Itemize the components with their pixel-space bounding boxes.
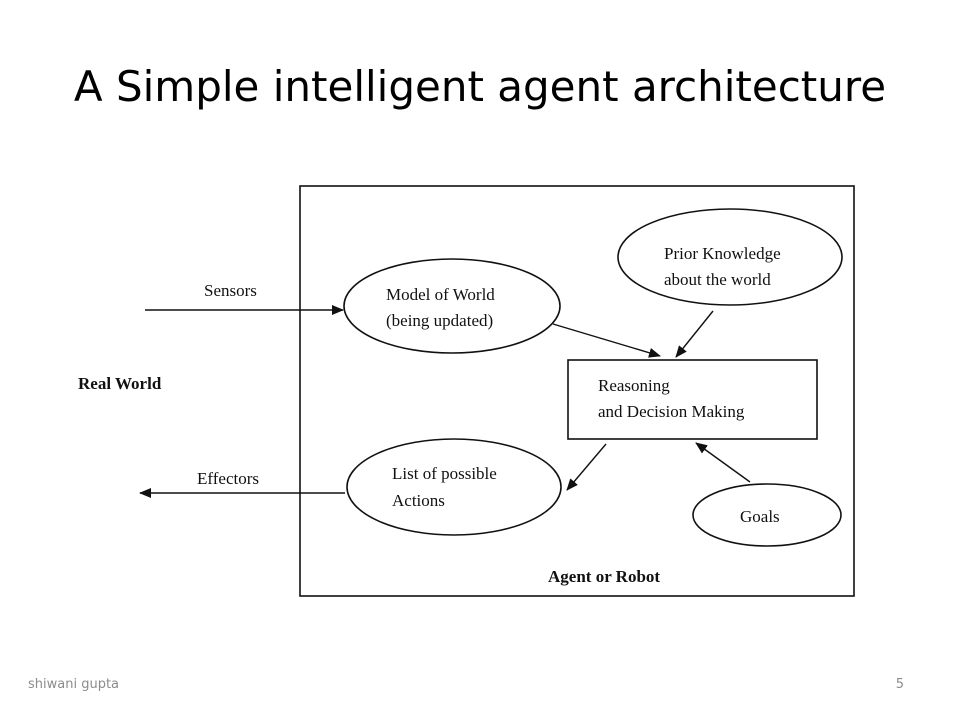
page-number: 5	[895, 677, 904, 692]
effectors-label: Effectors	[197, 469, 259, 488]
prior-knowledge-line1: Prior Knowledge	[664, 244, 781, 263]
model-to-reasoning-arrow	[552, 323, 661, 358]
slide-title: A Simple intelligent agent architecture	[73, 62, 887, 111]
goals-label: Goals	[740, 507, 780, 526]
reasoning-line1: Reasoning	[598, 376, 670, 395]
agent-container-box	[299, 185, 855, 597]
sensors-label: Sensors	[204, 281, 257, 300]
possible-actions-line1: List of possible	[392, 464, 497, 483]
footer-author: shiwani gupta	[28, 677, 120, 692]
possible-actions-node	[346, 438, 562, 536]
model-of-world-line1: Model of World	[386, 285, 495, 304]
reasoning-to-actions-arrow	[566, 443, 607, 491]
possible-actions-line2: Actions	[392, 491, 445, 510]
prior-knowledge-line2: about the world	[664, 270, 771, 289]
prior-knowledge-node	[617, 208, 843, 306]
reasoning-node	[567, 359, 818, 440]
model-of-world-node	[343, 258, 561, 354]
goals-node	[692, 483, 842, 547]
real-world-label: Real World	[78, 374, 162, 393]
goals-to-reasoning-arrow	[695, 442, 751, 483]
model-of-world-line2: (being updated)	[386, 311, 493, 330]
reasoning-line2: and Decision Making	[598, 402, 745, 421]
knowledge-to-reasoning-arrow	[675, 310, 714, 358]
agent-or-robot-label: Agent or Robot	[548, 567, 660, 586]
